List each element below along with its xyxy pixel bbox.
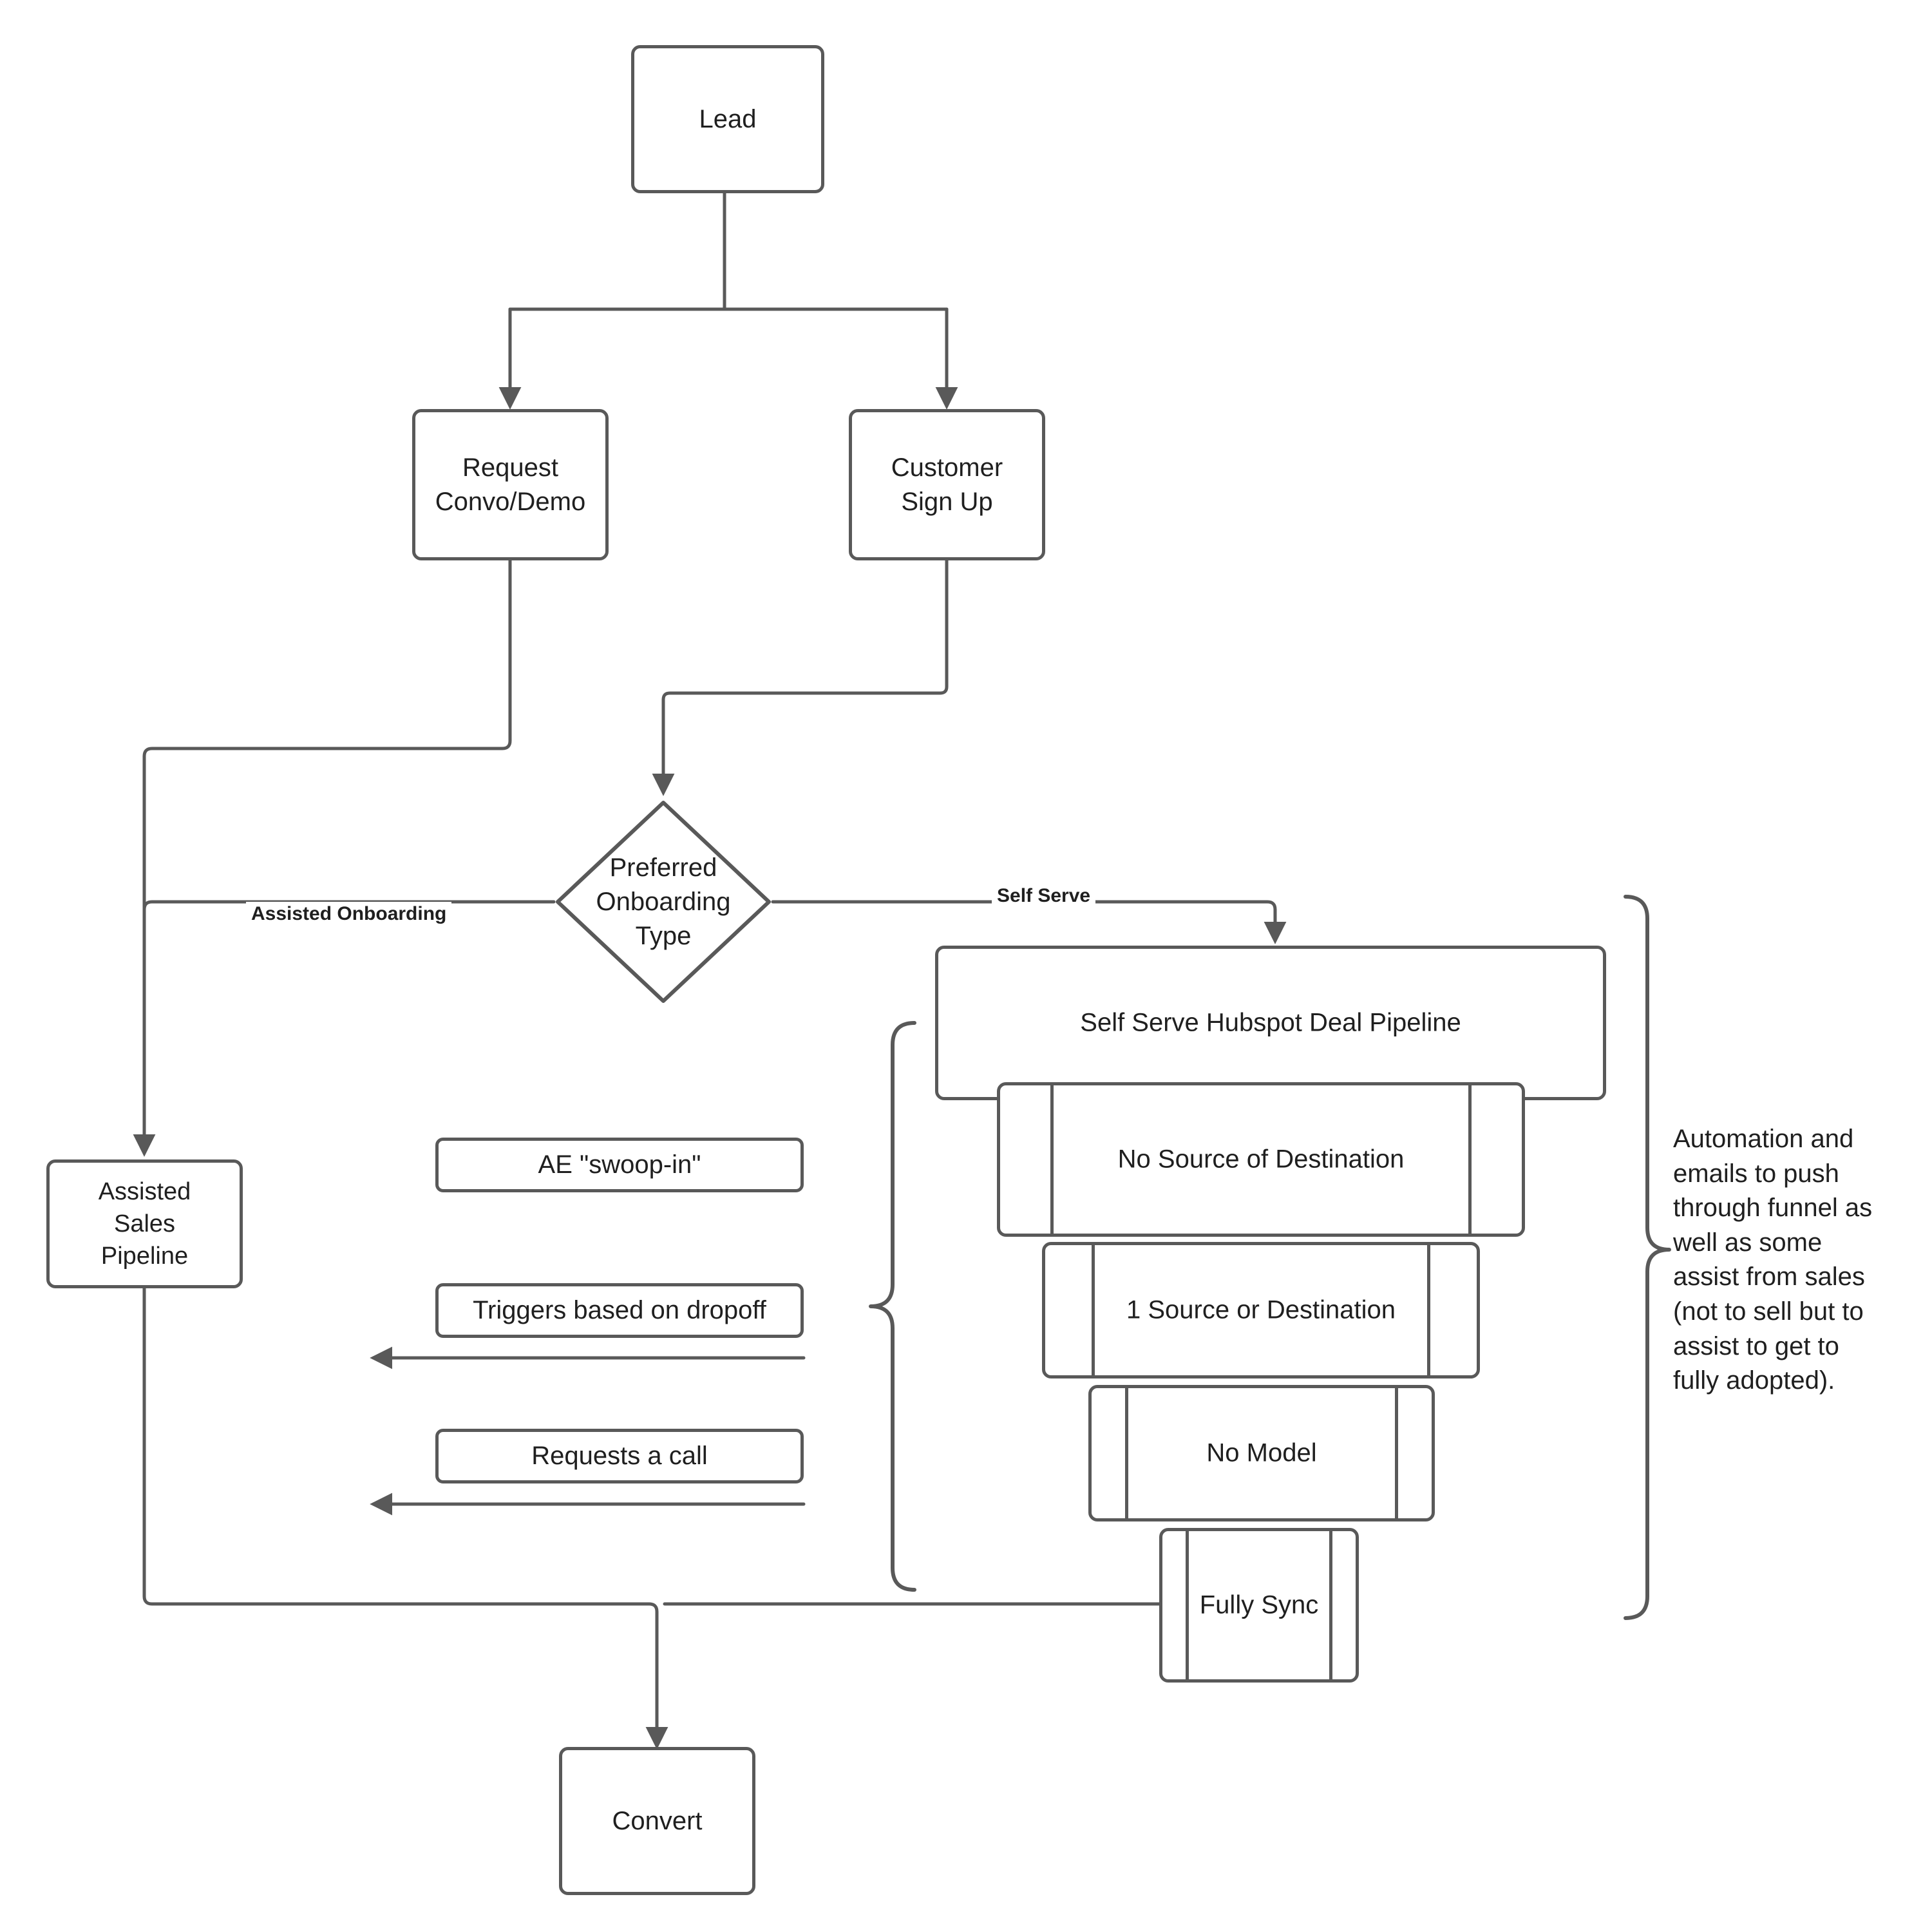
funnel-divider-right (1427, 1242, 1430, 1378)
funnel-divider-left (1186, 1528, 1189, 1683)
node-assisted-sales-pipeline[interactable]: Assisted Sales Pipeline (46, 1159, 243, 1288)
node-customer-sign-up[interactable]: Customer Sign Up (849, 409, 1045, 560)
funnel-stage-no-source-of-destination[interactable]: No Source of Destination (997, 1082, 1525, 1237)
node-requests-a-call[interactable]: Requests a call (435, 1429, 804, 1483)
funnel-divider-right (1329, 1528, 1332, 1683)
funnel-divider-right (1395, 1385, 1398, 1521)
funnel-stage-no-model[interactable]: No Model (1088, 1385, 1435, 1521)
annotation-text: Automation and emails to push through fu… (1673, 1125, 1873, 1395)
node-convert-label: Convert (612, 1806, 703, 1835)
funnel-stage-1-label: No Source of Destination (1117, 1145, 1405, 1174)
funnel-stage-2-label: 1 Source or Destination (1126, 1295, 1396, 1324)
node-lead[interactable]: Lead (631, 45, 824, 193)
funnel-stage-3-label: No Model (1206, 1438, 1317, 1467)
edge-request-to-assisted (133, 558, 512, 1157)
edge-label-assisted-onboarding-text: Assisted Onboarding (251, 903, 447, 924)
funnel-divider-right (1468, 1082, 1472, 1237)
funnel-stage-4-label: Fully Sync (1199, 1590, 1319, 1619)
funnel-stage-1-source-or-destination[interactable]: 1 Source or Destination (1042, 1242, 1480, 1378)
node-customer-sign-up-label: Customer Sign Up (891, 453, 1003, 516)
funnel-divider-left (1125, 1385, 1128, 1521)
edge-signup-to-diamond (652, 558, 949, 796)
node-requests-a-call-label: Requests a call (531, 1442, 708, 1471)
edge-label-self-serve-text: Self Serve (997, 885, 1091, 906)
node-preferred-onboarding-type-label: Preferred Onboarding Type (596, 853, 731, 950)
funnel-stage-fully-sync[interactable]: Fully Sync (1159, 1528, 1359, 1683)
funnel-stage-0-label: Self Serve Hubspot Deal Pipeline (1080, 1008, 1461, 1037)
node-triggers-based-on-dropoff[interactable]: Triggers based on dropoff (435, 1283, 804, 1338)
node-triggers-based-on-dropoff-label: Triggers based on dropoff (473, 1296, 766, 1325)
edge-label-assisted-onboarding: Assisted Onboarding (246, 902, 452, 926)
node-ae-swoop-in[interactable]: AE "swoop-in" (435, 1138, 804, 1192)
right-curly-brace (1624, 895, 1671, 1620)
left-curly-brace (869, 1021, 916, 1592)
node-request-convo-demo[interactable]: Request Convo/Demo (412, 409, 609, 560)
edge-label-self-serve: Self Serve (992, 884, 1096, 908)
node-request-convo-demo-label: Request Convo/Demo (435, 453, 586, 516)
node-ae-swoop-in-label: AE "swoop-in" (538, 1150, 701, 1179)
annotation-automation-and-emails: Automation and emails to push through fu… (1673, 1122, 1892, 1398)
node-convert[interactable]: Convert (559, 1747, 755, 1895)
node-preferred-onboarding-type[interactable]: Preferred Onboarding Type (554, 799, 773, 1005)
node-assisted-sales-pipeline-label: Assisted Sales Pipeline (98, 1178, 191, 1270)
funnel-divider-left (1050, 1082, 1054, 1237)
diamond-shape (556, 801, 771, 1003)
funnel-stage-self-serve-hubspot-deal-pipeline[interactable]: Self Serve Hubspot Deal Pipeline (935, 946, 1606, 1100)
node-lead-label: Lead (699, 104, 757, 133)
edge-assisted-to-convert (142, 1286, 668, 1750)
funnel-divider-left (1092, 1242, 1095, 1378)
